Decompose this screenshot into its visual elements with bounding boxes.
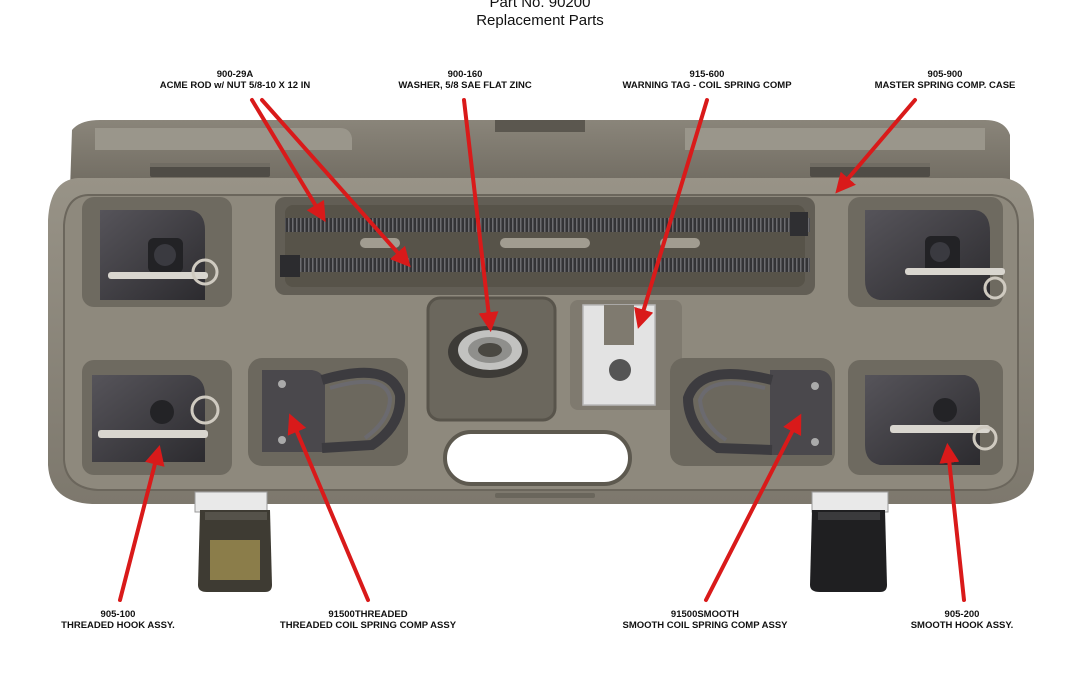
arrow-case xyxy=(835,98,917,194)
arrow-threaded-comp xyxy=(287,413,370,602)
case-lid xyxy=(70,120,1010,190)
arrow-smooth-hook xyxy=(939,442,966,602)
washer-part xyxy=(448,326,528,378)
arrow-acme-rod-2 xyxy=(260,98,411,268)
smooth-hook-part xyxy=(865,375,998,465)
callout-arrows xyxy=(118,98,966,602)
subtitle: Replacement Parts xyxy=(476,12,604,29)
arrow-threaded-hook xyxy=(118,445,165,602)
arrow-acme-rod-1 xyxy=(250,98,326,223)
threaded-hook-top xyxy=(100,210,219,300)
warning-tag-part xyxy=(582,304,656,406)
hinge-right xyxy=(810,163,930,177)
arrow-washer xyxy=(462,98,499,333)
arrow-smooth-comp xyxy=(704,413,802,602)
latch-left xyxy=(194,491,272,592)
threaded-hook-part xyxy=(92,375,220,462)
hinge-left xyxy=(150,163,270,177)
acme-rod-part xyxy=(280,212,810,277)
latch-right xyxy=(810,491,889,592)
arrow-warning-tag xyxy=(634,98,709,329)
part-number: Part No. 90200 xyxy=(489,0,591,11)
threaded-compressor-part xyxy=(262,367,406,453)
smooth-hook-top xyxy=(865,210,1007,300)
